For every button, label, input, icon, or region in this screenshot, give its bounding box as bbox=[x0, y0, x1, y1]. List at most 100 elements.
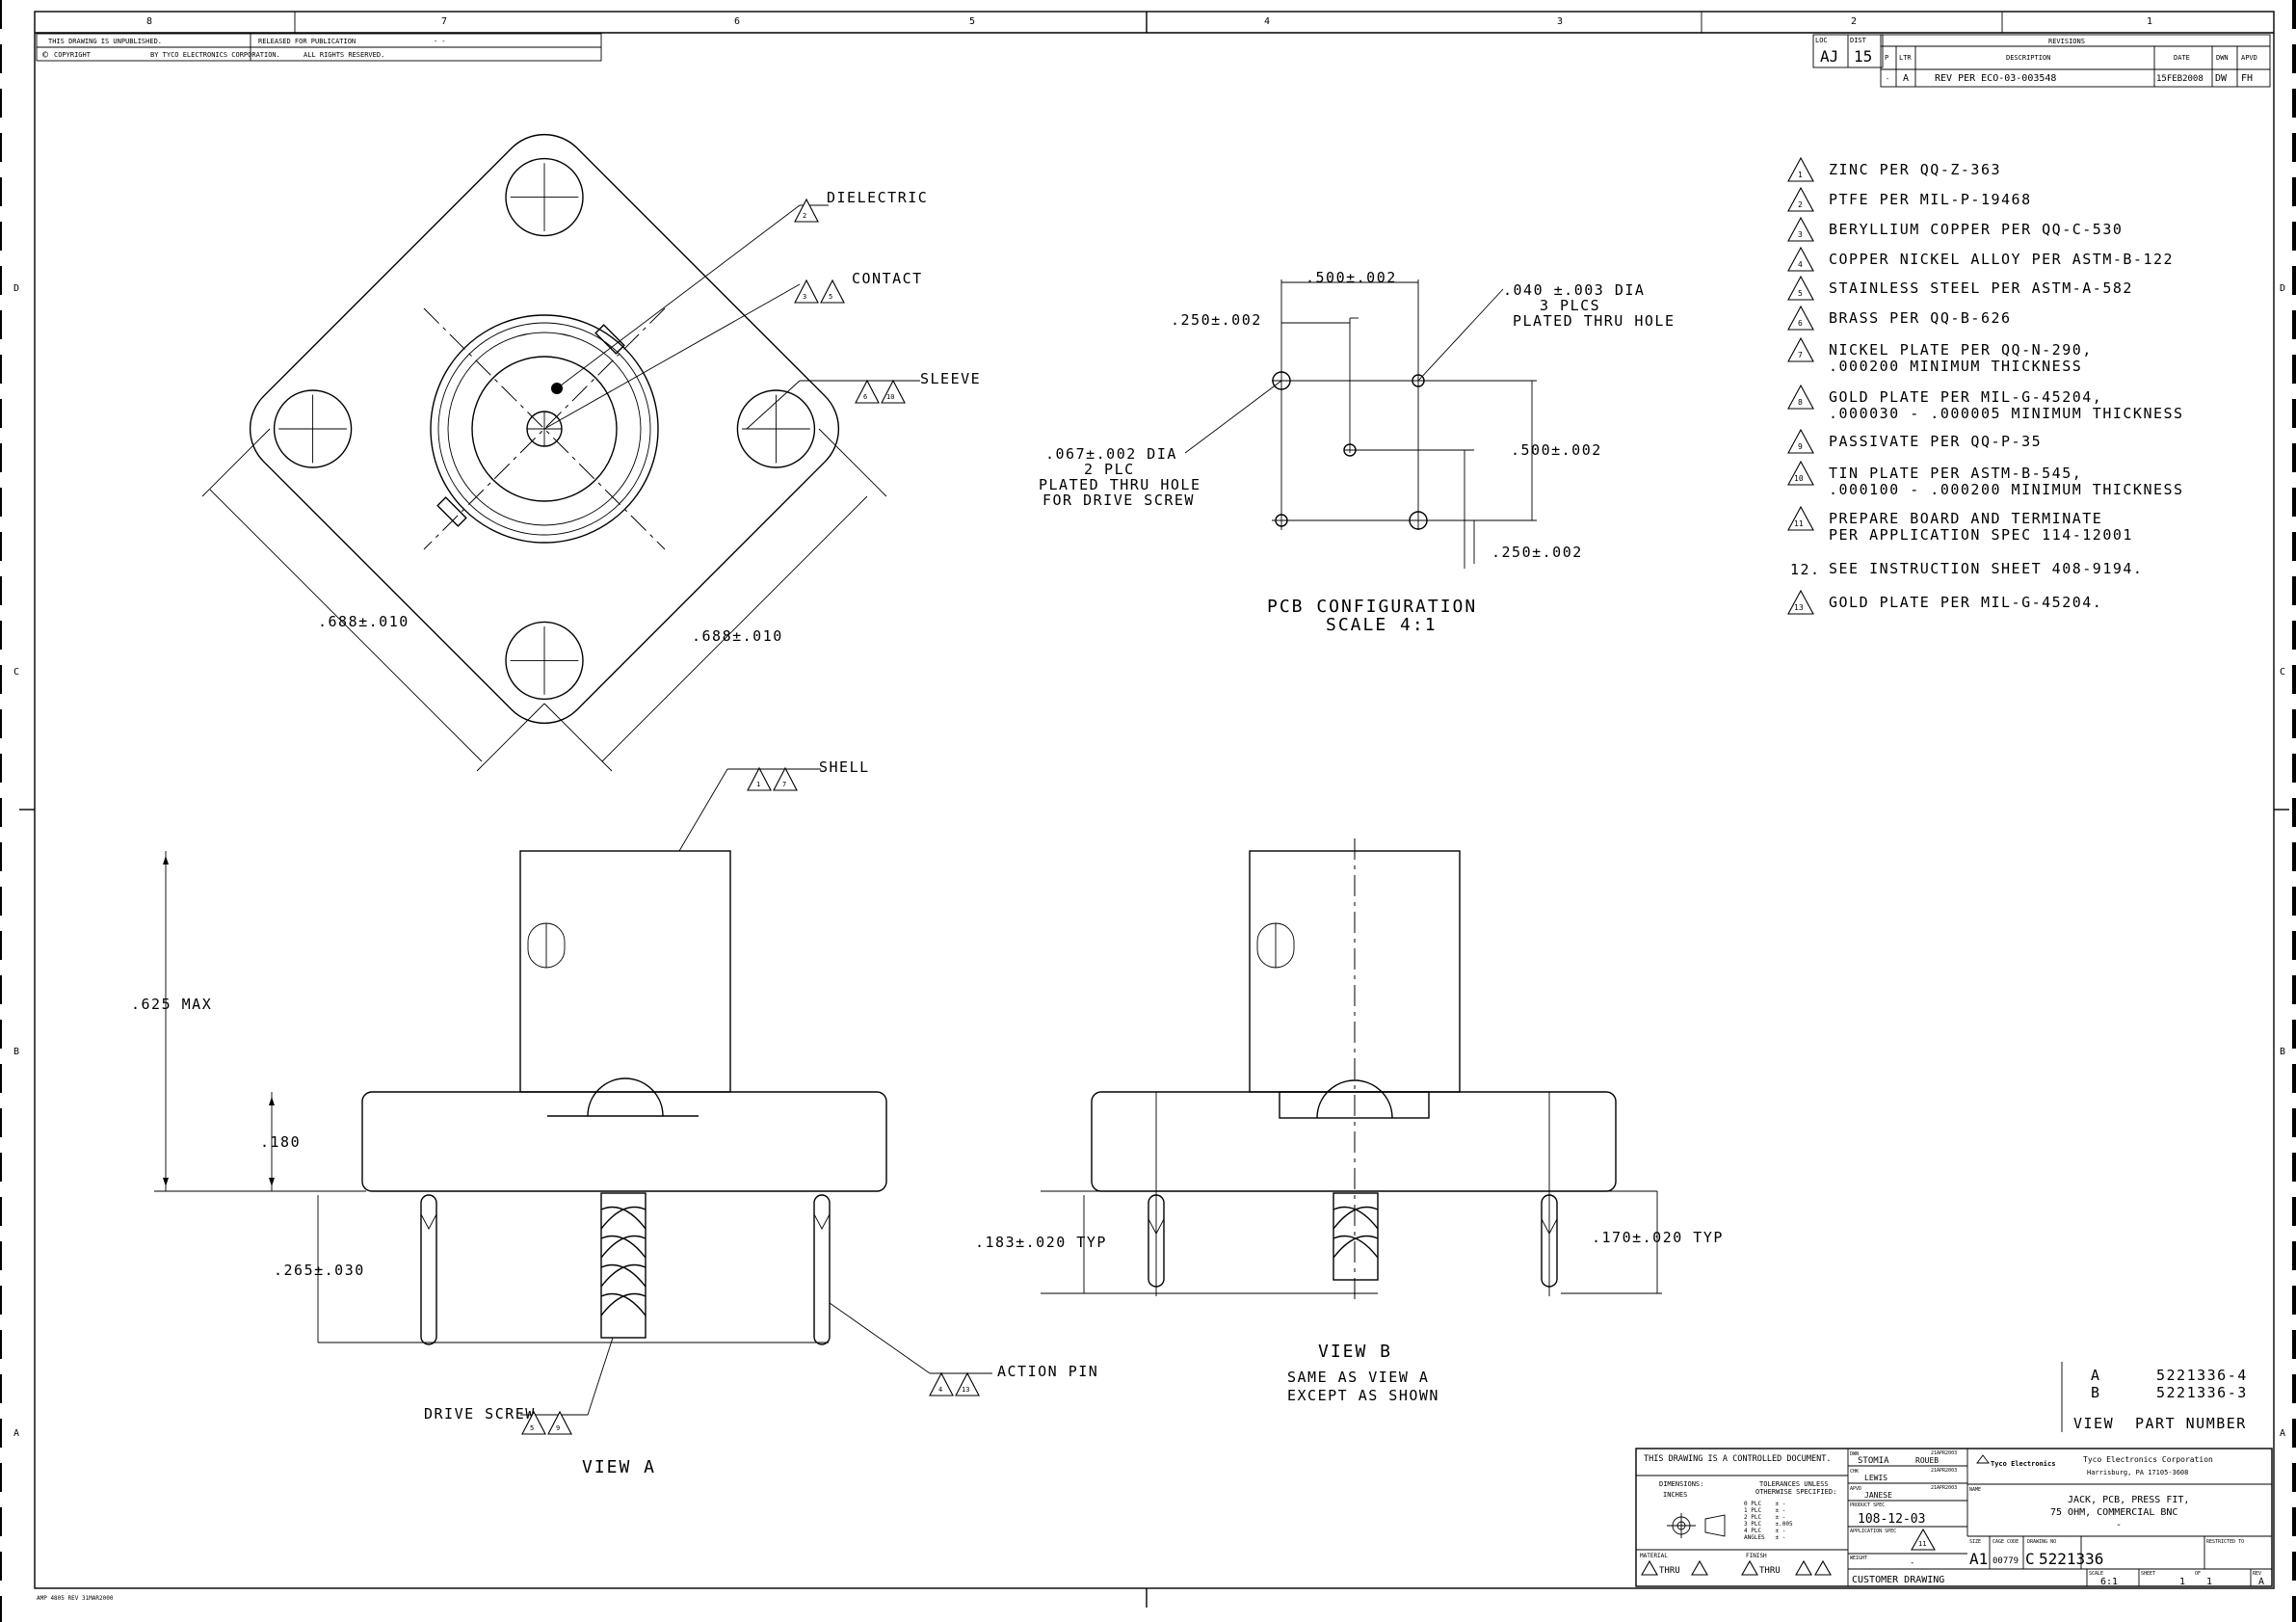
pcb-drive-2: 2 PLC bbox=[1084, 461, 1135, 478]
tb-tol-3: 3 PLC ±.005 bbox=[1744, 1521, 1793, 1528]
tb-app-spec-label: APPLICATION SPEC bbox=[1850, 1529, 1896, 1534]
note-number: 8 bbox=[1798, 398, 1803, 407]
notice-line2: COPYRIGHT bbox=[54, 51, 92, 59]
note-flag-icon bbox=[1787, 186, 1814, 212]
tb-material: MATERIAL bbox=[1640, 1553, 1668, 1559]
rev-row-desc: REV PER ECO-03-003548 bbox=[1935, 73, 2056, 84]
svg-text:2: 2 bbox=[803, 212, 806, 220]
tb-controlled: THIS DRAWING IS A CONTROLLED DOCUMENT. bbox=[1644, 1454, 1831, 1464]
base-flange-b bbox=[1091, 1091, 1617, 1192]
mount-hole-4 bbox=[505, 621, 584, 701]
base-flange bbox=[361, 1091, 887, 1192]
pcb-dim-top: .500±.002 bbox=[1306, 269, 1397, 286]
tb-tol-5: ANGLES ± - bbox=[1744, 1534, 1785, 1541]
pcb-configuration: .500±.002 .250±.002 .040 ±.003 DIA 3 PLC… bbox=[1039, 269, 1674, 635]
note-item: 12. SEE INSTRUCTION SHEET 408-9194. bbox=[1790, 560, 2143, 578]
sleeve-note-6 bbox=[855, 379, 880, 404]
tb-dwn-date: 21APR2003 bbox=[1931, 1450, 1957, 1456]
flange-outline bbox=[249, 133, 840, 725]
tb-name1: JACK, PCB, PRESS FIT, bbox=[2068, 1495, 2189, 1505]
svg-text:11: 11 bbox=[1918, 1540, 1926, 1548]
drive-note-9 bbox=[547, 1410, 572, 1435]
note-number: 12. bbox=[1790, 561, 1821, 578]
svg-text:3: 3 bbox=[803, 293, 806, 301]
zone-top-3: 3 bbox=[1557, 16, 1563, 27]
title-block: THIS DRAWING IS A CONTROLLED DOCUMENT. D… bbox=[1635, 1448, 2273, 1587]
tb-tolerances: TOLERANCES UNLESS bbox=[1759, 1480, 1829, 1488]
note-flag-icon bbox=[1787, 156, 1814, 182]
note-number: 11 bbox=[1794, 519, 1804, 528]
pcb-scale: SCALE 4:1 bbox=[1326, 615, 1438, 635]
note-number: 13 bbox=[1794, 603, 1804, 612]
tb-restricted: RESTRICTED TO bbox=[2206, 1539, 2244, 1545]
note-text: BRASS PER QQ-B-626 bbox=[1829, 309, 2012, 327]
svg-text:10: 10 bbox=[886, 393, 894, 401]
part-row-a-number: 5221336-4 bbox=[2156, 1367, 2248, 1384]
drive-screw-b bbox=[1333, 1192, 1379, 1281]
view-b-dim-right: .170±.020 TYP bbox=[1592, 1229, 1724, 1246]
note-text: GOLD PLATE PER MIL-G-45204, bbox=[1829, 388, 2102, 406]
shell-label: SHELL bbox=[819, 758, 870, 776]
rev-dist-label: DIST bbox=[1850, 37, 1867, 44]
note-text: COPPER NICKEL ALLOY PER ASTM-B-122 bbox=[1829, 251, 2174, 268]
action-note-4 bbox=[929, 1371, 954, 1396]
rev-row-date: 15FEB2008 bbox=[2156, 74, 2204, 84]
note-text: GOLD PLATE PER MIL-G-45204. bbox=[1829, 594, 2102, 611]
view-b: .183±.020 TYP .170±.020 TYP VIEW B SAME … bbox=[975, 838, 1724, 1404]
mount-hole-1 bbox=[505, 157, 584, 237]
contact-note-3 bbox=[794, 279, 819, 304]
dielectric-note-2 bbox=[794, 198, 819, 223]
sleeve-label: SLEEVE bbox=[920, 370, 981, 387]
note-item: 5 STAINLESS STEEL PER ASTM-A-582 bbox=[1787, 275, 2133, 301]
pcb-dim-left: .250±.002 bbox=[1171, 311, 1262, 329]
svg-text:13: 13 bbox=[962, 1386, 969, 1394]
svg-text:5: 5 bbox=[829, 293, 832, 301]
thru-note-icon-d bbox=[1795, 1559, 1812, 1576]
zone-top-2: 2 bbox=[1851, 16, 1857, 27]
note-flag-icon bbox=[1787, 589, 1814, 615]
note-flag-icon bbox=[1787, 216, 1814, 242]
shell-outer-ring bbox=[430, 314, 659, 544]
note-flag-icon bbox=[1787, 305, 1814, 331]
notice-line1c: - - bbox=[434, 38, 446, 45]
tb-scale-label: SCALE bbox=[2089, 1571, 2103, 1577]
note-text-line2: .000030 - .000005 MINIMUM THICKNESS bbox=[1829, 405, 2184, 422]
note-text: SEE INSTRUCTION SHEET 408-9194. bbox=[1829, 560, 2143, 577]
tb-dwg-label: DRAWING NO bbox=[2027, 1539, 2056, 1545]
note-text: STAINLESS STEEL PER ASTM-A-582 bbox=[1829, 279, 2133, 297]
app-spec-note-icon bbox=[1911, 1528, 1936, 1551]
note-text: PASSIVATE PER QQ-P-35 bbox=[1829, 433, 2042, 450]
zone-side-d: D bbox=[13, 283, 19, 294]
tb-chk-label: CHK bbox=[1850, 1469, 1859, 1475]
note-flag-icon bbox=[1787, 336, 1814, 362]
zone-side-a-right: A bbox=[2280, 1428, 2285, 1439]
part-number-table: A 5221336-4 B 5221336-3 VIEW PART NUMBER bbox=[2061, 1362, 2248, 1432]
tb-name-label: NAME bbox=[1969, 1487, 1981, 1493]
rev-h-apvd: APVD bbox=[2241, 54, 2257, 62]
view-b-sub2: EXCEPT AS SHOWN bbox=[1287, 1387, 1439, 1404]
tb-rev-label: REV bbox=[2253, 1571, 2261, 1577]
tb-size: A1 bbox=[1969, 1550, 1988, 1568]
tb-thru-a: THRU bbox=[1659, 1566, 1680, 1576]
dielectric-ring bbox=[471, 356, 618, 502]
svg-text:1: 1 bbox=[756, 781, 760, 788]
drive-screw-label: DRIVE SCREW bbox=[424, 1405, 536, 1423]
note-number: 7 bbox=[1798, 351, 1803, 359]
pcb-title: PCB CONFIGURATION bbox=[1267, 597, 1477, 617]
pcb-dim-right: .500±.002 bbox=[1511, 441, 1602, 459]
note-number: 5 bbox=[1798, 289, 1803, 298]
part-h-view: VIEW bbox=[2073, 1415, 2114, 1432]
note-text: PTFE PER MIL-P-19468 bbox=[1829, 191, 2032, 208]
zone-top-1: 1 bbox=[2147, 16, 2152, 27]
note-item: 8 GOLD PLATE PER MIL-G-45204,.000030 - .0… bbox=[1787, 384, 2184, 422]
tb-tol-0: 0 PLC ± - bbox=[1744, 1501, 1785, 1507]
pcb-dim-bottom: .250±.002 bbox=[1491, 544, 1583, 561]
tb-sheet-label: SHEET bbox=[2141, 1571, 2155, 1577]
zone-top-8: 8 bbox=[146, 16, 152, 27]
tb-city: Harrisburg, PA 17105-3608 bbox=[2087, 1469, 2188, 1476]
part-h-number: PART NUMBER bbox=[2135, 1415, 2247, 1432]
